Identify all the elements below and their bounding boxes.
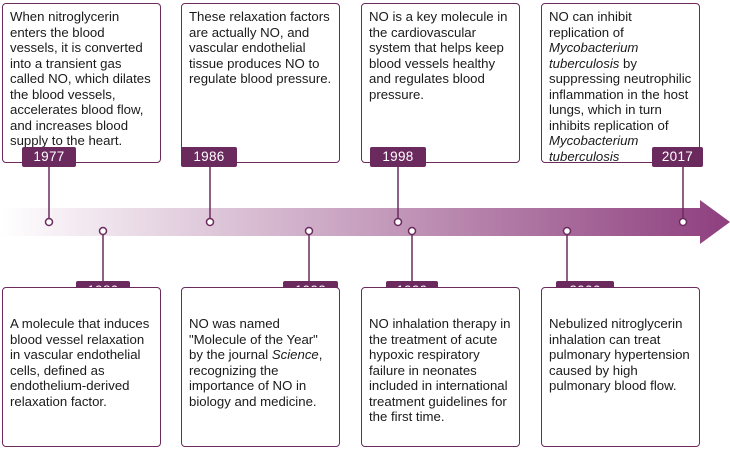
event-box-1999: NO inhalation therapy in the treatment o…: [361, 287, 520, 447]
event-text-1986: These relaxation factors are actually NO…: [189, 9, 332, 86]
event-box-2017: NO can inhibit replication of Mycobacter…: [541, 3, 700, 164]
timeline-dot-1998: [393, 217, 403, 227]
arrow-shape: [0, 200, 730, 244]
year-badge-1977: 1977: [22, 147, 76, 167]
year-badge-1998: 1998: [370, 147, 426, 167]
connectors: [44, 167, 688, 281]
event-text-1977: When nitroglycerin enters the blood vess…: [10, 9, 151, 148]
timeline-dot-1980: [98, 226, 108, 236]
timeline-dot-1977: [44, 217, 54, 227]
event-text-1992: NO was named "Molecule of the Year" by t…: [189, 316, 323, 409]
event-box-1980: A molecule that induces blood vessel rel…: [2, 287, 161, 447]
timeline-dot-2006: [562, 226, 572, 236]
event-text-1998: NO is a key molecule in the cardiovascul…: [369, 9, 508, 102]
timeline-dot-2017: [678, 217, 688, 227]
event-text-1980: A molecule that induces blood vessel rel…: [10, 316, 150, 409]
event-text-1999: NO inhalation therapy in the treatment o…: [369, 316, 511, 424]
event-box-1998: NO is a key molecule in the cardiovascul…: [361, 3, 520, 163]
year-badge-2017: 2017: [652, 147, 703, 167]
timeline-dot-1986: [205, 217, 215, 227]
event-box-1992: NO was named "Molecule of the Year" by t…: [181, 287, 340, 447]
event-text-2017: NO can inhibit replication of Mycobacter…: [549, 9, 692, 164]
event-box-2006: Nebulized nitroglycerin inhalation can t…: [541, 287, 700, 447]
timeline-dot-1999: [407, 226, 417, 236]
event-text-2006: Nebulized nitroglycerin inhalation can t…: [549, 316, 690, 393]
timeline-dot-1992: [304, 226, 314, 236]
event-box-1986: These relaxation factors are actually NO…: [181, 3, 340, 163]
event-box-1977: When nitroglycerin enters the blood vess…: [2, 3, 161, 163]
year-badge-1986: 1986: [181, 147, 237, 167]
